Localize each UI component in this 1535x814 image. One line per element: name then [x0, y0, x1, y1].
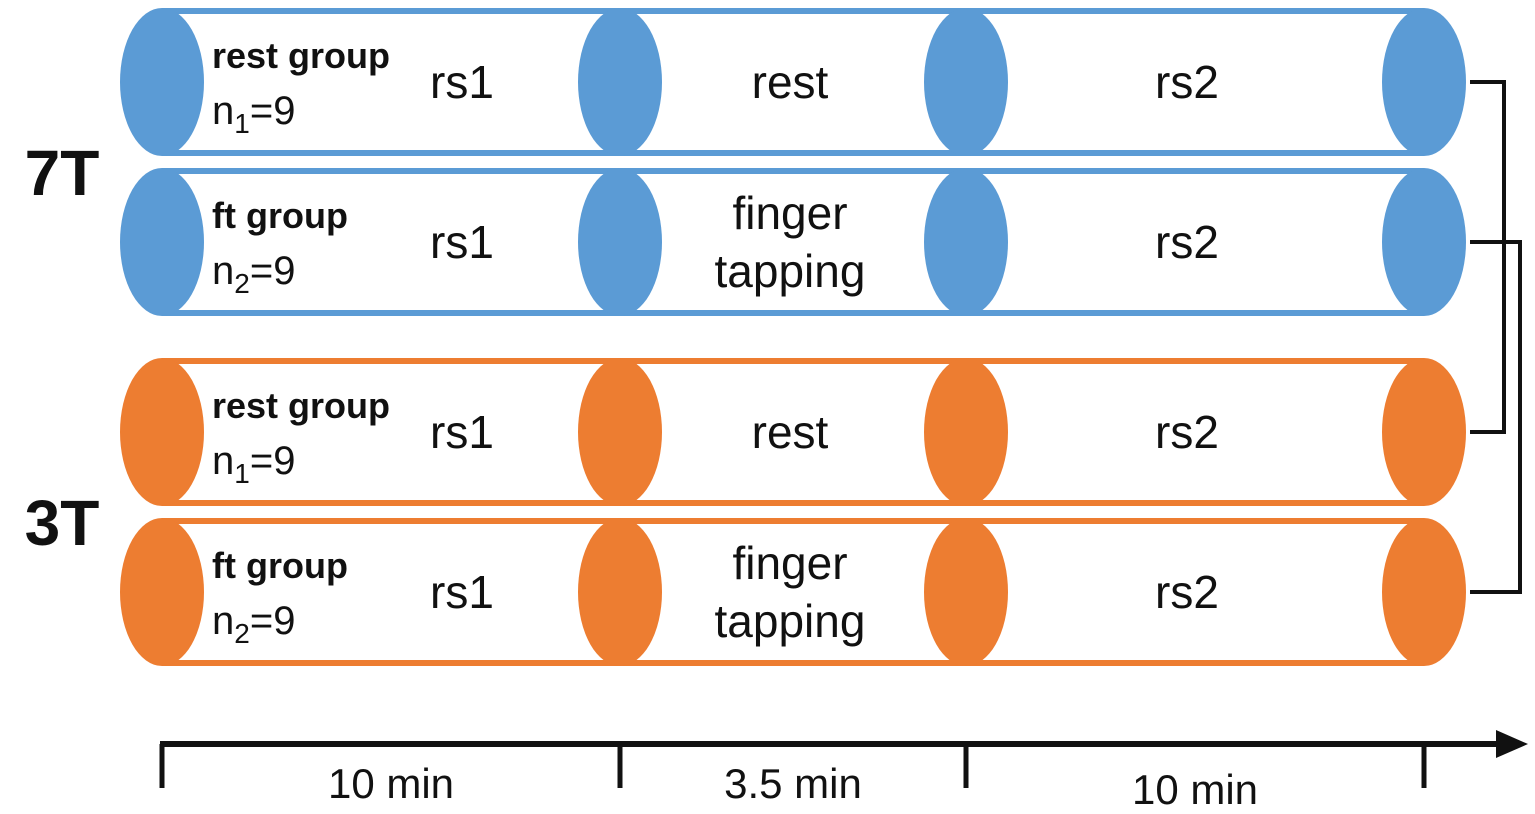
row-top-edge [162, 358, 1424, 364]
comparison-brackets [1470, 80, 1522, 594]
comparison-bracket [1470, 240, 1522, 594]
group-label: ft group [212, 195, 348, 236]
segment-label: rs1 [430, 406, 494, 458]
segment-boundary-cap [120, 168, 204, 316]
segment-boundary-cap [1382, 518, 1466, 666]
field-label: 3T [25, 487, 100, 559]
segment-label: tapping [715, 595, 866, 647]
segment-boundary-cap [120, 358, 204, 506]
segment-boundary-cap [924, 168, 1008, 316]
duration-label: 10 min [328, 760, 454, 807]
segment-boundary-cap [1382, 8, 1466, 156]
field-label: 7T [25, 137, 100, 209]
segment-label: tapping [715, 245, 866, 297]
sample-size-label: n2=9 [212, 249, 295, 299]
field-strength-labels: 7T 3T [25, 137, 100, 559]
row-body [162, 8, 1424, 156]
comparison-bracket [1470, 80, 1506, 434]
group-label: rest group [212, 385, 390, 426]
sample-size-label: n1=9 [212, 439, 295, 489]
segment-label: finger [732, 537, 847, 589]
segment-boundary-cap [578, 8, 662, 156]
row-bottom-edge [162, 310, 1424, 316]
segment-label: rs2 [1155, 406, 1219, 458]
sample-size-label: n1=9 [212, 89, 295, 139]
segment-label: rs1 [430, 566, 494, 618]
segment-boundary-cap [924, 358, 1008, 506]
row-bottom-edge [162, 150, 1424, 156]
segment-boundary-cap [924, 518, 1008, 666]
row-body [162, 168, 1424, 316]
group-label: rest group [212, 35, 390, 76]
segment-label: rs2 [1155, 566, 1219, 618]
segment-boundary-cap [1382, 358, 1466, 506]
segment-label: rs1 [430, 56, 494, 108]
session-row: ft group n2=9 rs1 finger tapping rs2 [120, 168, 1466, 316]
row-bottom-edge [162, 500, 1424, 506]
duration-label: 10 min [1132, 766, 1258, 813]
row-bottom-edge [162, 660, 1424, 666]
segment-boundary-cap [578, 518, 662, 666]
timeline-arrowhead [1496, 730, 1528, 758]
segment-boundary-cap [578, 358, 662, 506]
segment-boundary-cap [120, 518, 204, 666]
session-row: ft group n2=9 rs1 finger tapping rs2 [120, 518, 1466, 666]
segment-label: rs2 [1155, 56, 1219, 108]
segment-boundary-cap [1382, 168, 1466, 316]
segment-label: finger [732, 187, 847, 239]
row-body [162, 358, 1424, 506]
segment-boundary-cap [578, 168, 662, 316]
session-row: rest group n1=9 rs1 rest rs2 [120, 8, 1466, 156]
row-top-edge [162, 8, 1424, 14]
sample-size-label: n2=9 [212, 599, 295, 649]
segment-boundary-cap [120, 8, 204, 156]
duration-label: 3.5 min [724, 760, 862, 807]
segment-boundary-cap [924, 8, 1008, 156]
row-top-edge [162, 518, 1424, 524]
segment-label: rs1 [430, 216, 494, 268]
timeline-axis: 10 min 3.5 min 10 min [159, 730, 1528, 813]
row-body [162, 518, 1424, 666]
segment-label: rest [752, 56, 829, 108]
group-label: ft group [212, 545, 348, 586]
segment-label: rs2 [1155, 216, 1219, 268]
session-row: rest group n1=9 rs1 rest rs2 [120, 358, 1466, 506]
row-top-edge [162, 168, 1424, 174]
segment-label: rest [752, 406, 829, 458]
